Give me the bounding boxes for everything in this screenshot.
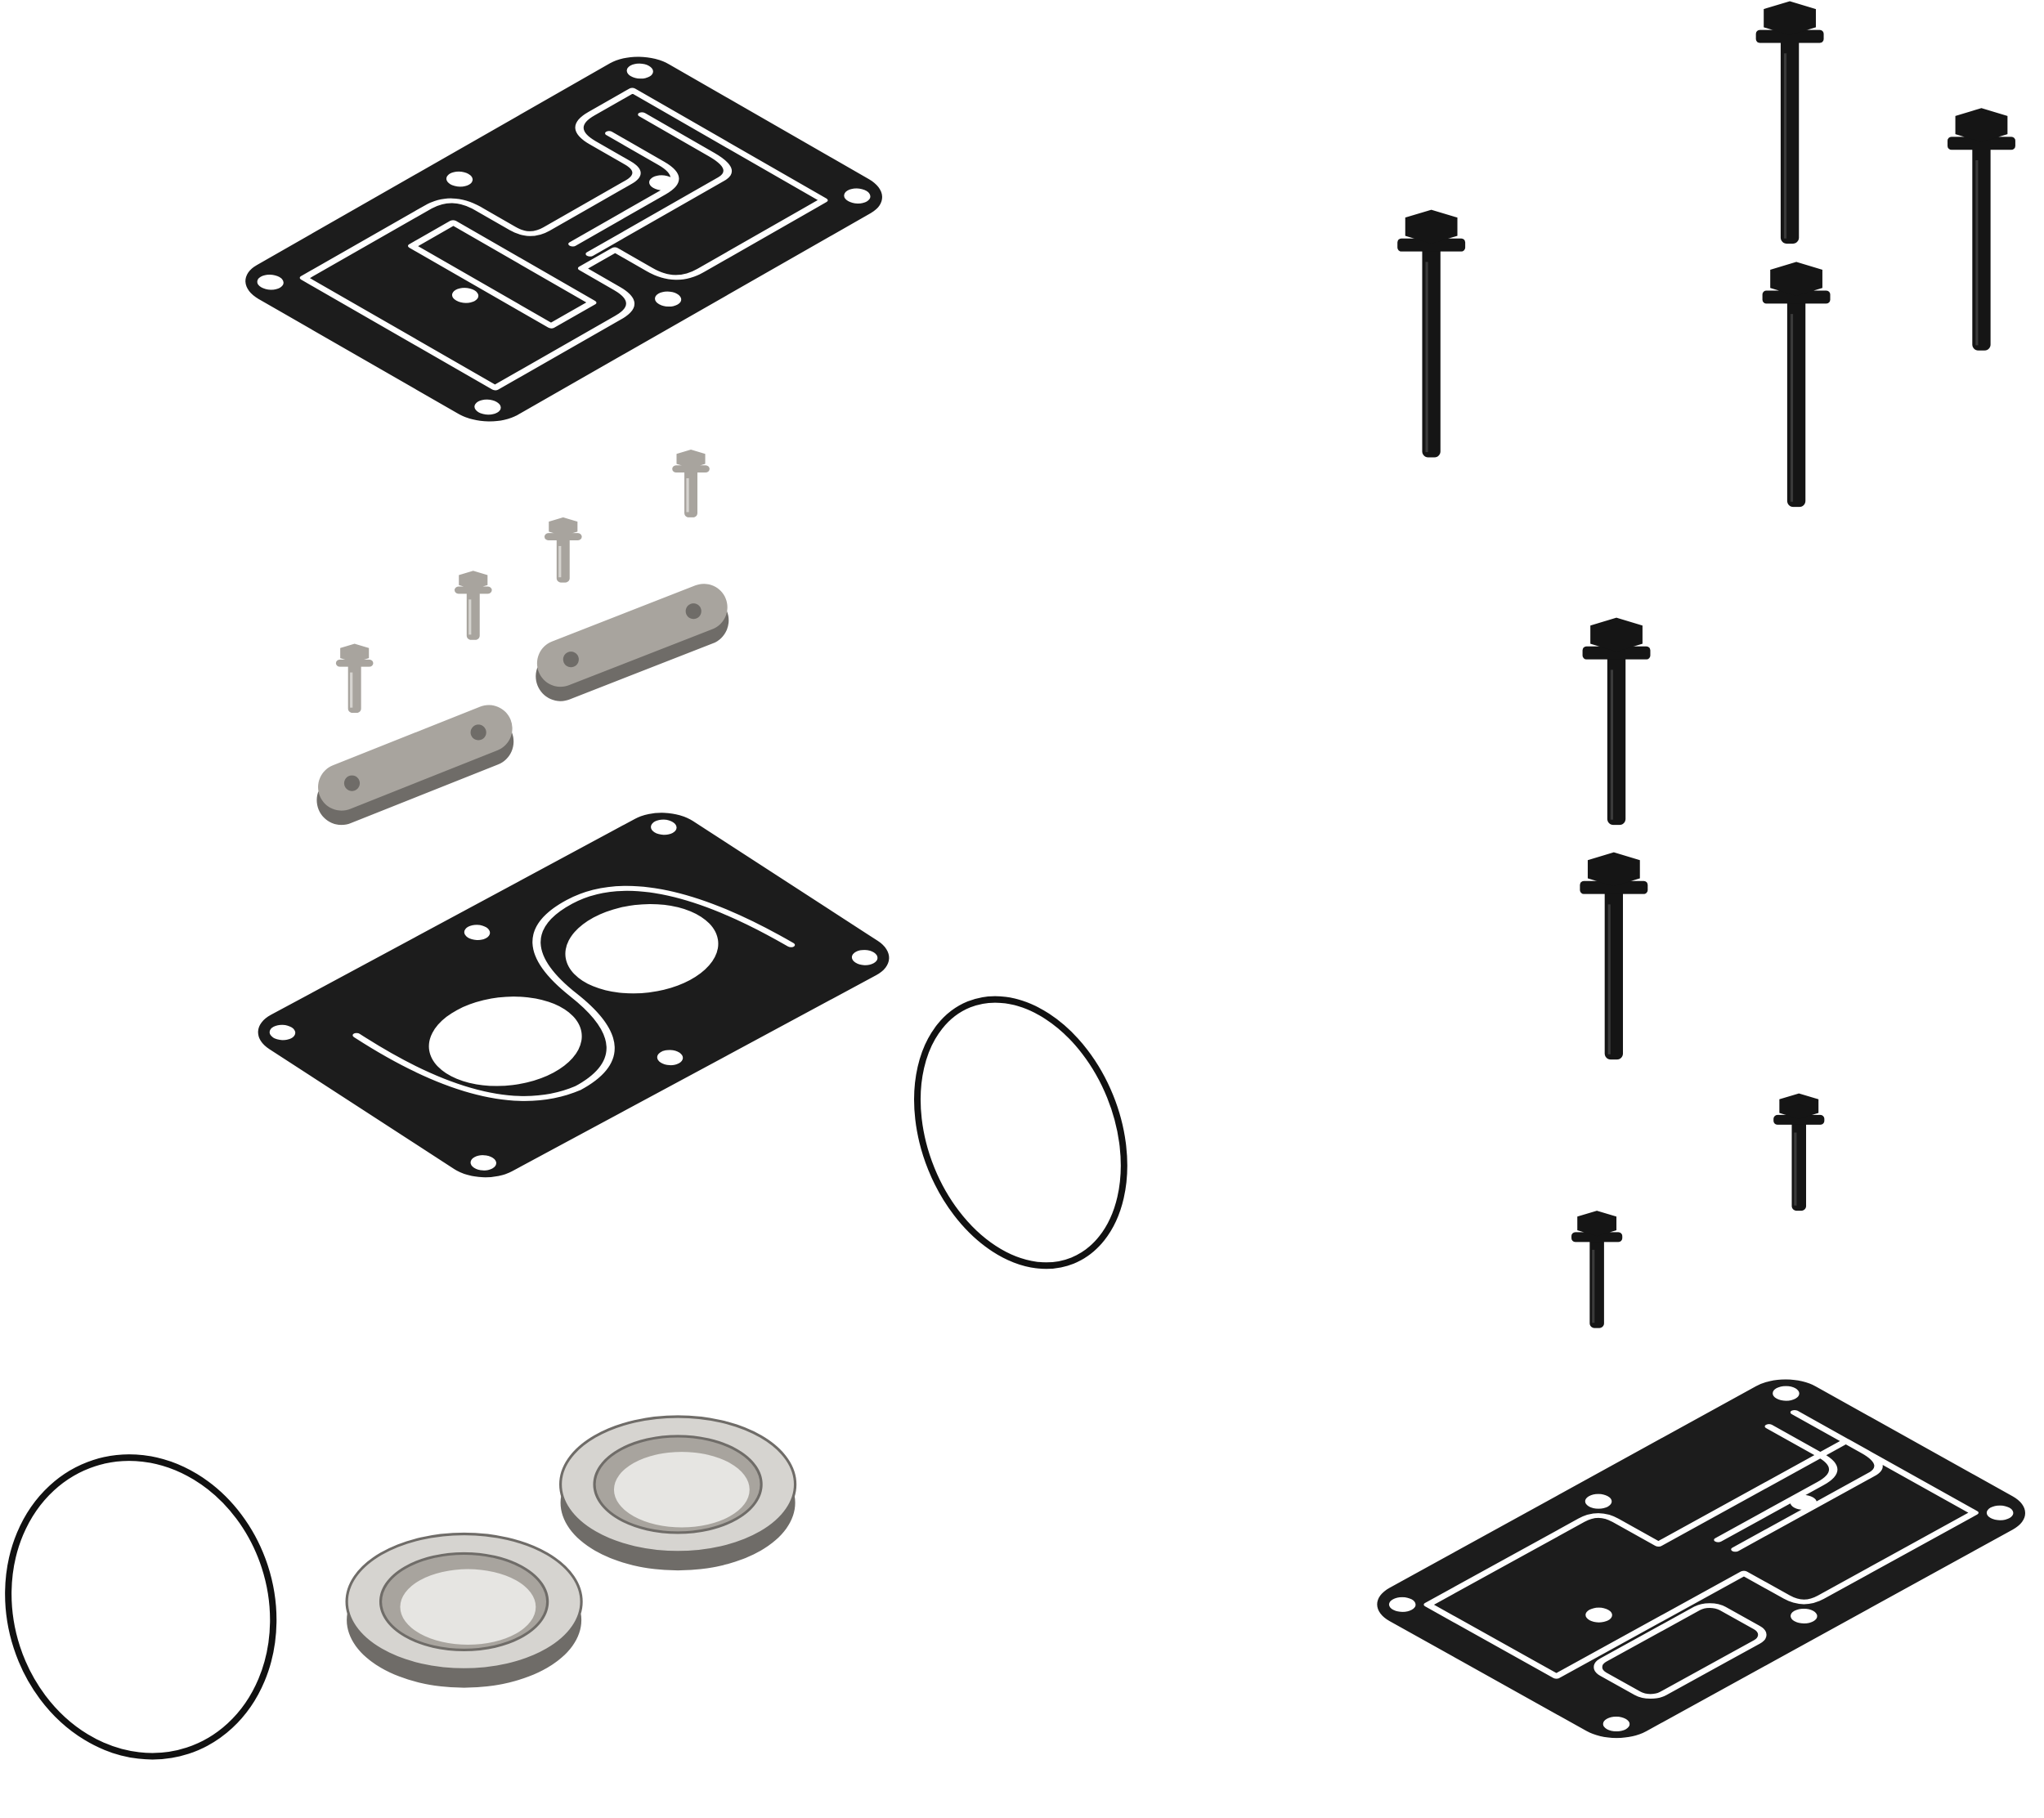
bolt-shaft <box>1604 883 1624 1060</box>
gasket-bolt-hole <box>257 275 284 290</box>
valve-disc-top <box>558 1415 797 1571</box>
bolt-flange <box>1580 880 1648 894</box>
o-ring-bottom-left <box>5 1454 277 1760</box>
bolt-flange <box>544 533 582 540</box>
silver-screw-2 <box>544 517 582 583</box>
bolt-shaft <box>1780 32 1800 244</box>
gasket-outline-cutout <box>299 87 828 391</box>
black-bolt-long-5 <box>1582 617 1651 826</box>
plate-hole <box>470 724 486 741</box>
bolt-shaft <box>1786 293 1806 508</box>
bolt-flange <box>672 465 710 473</box>
bolt-flange <box>335 659 374 667</box>
gasket-bolt-hole <box>655 291 682 307</box>
black-bolt-long-1 <box>1397 209 1466 458</box>
gasket-bolt-hole <box>451 288 479 303</box>
gasket-bolt-hole <box>844 188 871 204</box>
bolt-shaft <box>1589 1234 1604 1328</box>
gasket-bolt-hole <box>1791 1608 1818 1623</box>
gasket-bolt-hole <box>657 1050 684 1066</box>
bolt-flange <box>1397 238 1466 252</box>
bolt-hex-head <box>1590 617 1643 652</box>
gasket-channel-cutout <box>568 112 733 257</box>
gasket-bolt-hole <box>1585 1493 1612 1509</box>
gasket-port-cutout <box>407 220 597 329</box>
gasket-bolt-hole <box>1790 1494 1818 1510</box>
bolt-hex-head <box>340 643 370 663</box>
gasket-body <box>245 56 882 422</box>
gasket-body <box>1377 1379 2025 1739</box>
black-bolt-short-2 <box>1571 1211 1623 1328</box>
bolt-flange <box>454 586 492 594</box>
o-ring-right <box>914 996 1127 1269</box>
gasket-bead-cutout <box>352 885 796 1101</box>
valve-disc-bottom <box>345 1532 583 1688</box>
disc-face <box>400 1569 536 1646</box>
gasket-bottom-right <box>1377 1379 2025 1739</box>
gasket-bolt-hole <box>1986 1505 2014 1520</box>
silver-screw-1 <box>672 449 710 517</box>
valve-plate-bottom <box>316 705 514 826</box>
plate-top <box>318 705 513 811</box>
bolt-hex-head <box>1770 262 1822 296</box>
silver-screw-3 <box>454 571 492 640</box>
bolt-shaft <box>1422 240 1441 458</box>
bolt-shaft <box>1972 139 1991 351</box>
bolt-shaft <box>1607 648 1626 826</box>
bolt-hex-head <box>1779 1093 1819 1119</box>
gasket-port-cutout <box>1594 1603 1767 1699</box>
bolt-hex-head <box>1577 1211 1617 1237</box>
silver-screw-4 <box>335 643 374 714</box>
plate-top <box>536 584 728 687</box>
bolt-flange <box>1571 1232 1623 1243</box>
plate-hole <box>343 775 361 791</box>
bolt-hex-head <box>1764 1 1816 35</box>
gasket-cylinder-hole <box>428 996 582 1086</box>
gasket-channel-cutout <box>1714 1409 1883 1552</box>
gasket-outline-cutout <box>1423 1439 1979 1679</box>
black-bolt-long-4 <box>1762 262 1831 508</box>
gasket-top-left <box>245 56 882 422</box>
gasket-middle <box>258 813 890 1178</box>
bolt-hex-head <box>549 517 578 536</box>
valve-plate-top <box>536 584 729 701</box>
gasket-cylinder-hole <box>565 903 719 994</box>
bolt-flange <box>1582 646 1651 660</box>
gasket-bolt-hole <box>1388 1596 1416 1612</box>
gasket-bolt-hole <box>1602 1717 1630 1732</box>
gasket-bolt-hole <box>470 1155 496 1171</box>
gasket-bolt-hole <box>649 175 676 190</box>
gasket-bolt-hole <box>269 1024 296 1041</box>
bolt-flange <box>1773 1114 1825 1125</box>
bolt-shaft <box>1791 1117 1807 1211</box>
bolt-hex-head <box>459 571 488 590</box>
bolt-hex-head <box>676 449 706 468</box>
gasket-bolt-hole <box>459 1041 485 1058</box>
gasket-bolt-hole <box>474 399 501 415</box>
bolt-flange <box>1948 137 2015 150</box>
gasket-bolt-hole <box>1585 1607 1612 1623</box>
plate-hole <box>563 652 579 668</box>
black-bolt-long-6 <box>1580 852 1648 1060</box>
black-bolt-short-1 <box>1773 1093 1825 1211</box>
gasket-bolt-hole <box>446 171 473 187</box>
plate-hole <box>685 603 702 620</box>
gasket-bolt-hole <box>464 925 491 941</box>
bolt-flange <box>1755 29 1824 43</box>
bolt-hex-head <box>1955 108 2008 142</box>
bolt-flange <box>1762 290 1831 304</box>
gasket-bolt-hole <box>851 950 878 965</box>
disc-face <box>613 1452 750 1528</box>
bolt-hex-head <box>1587 852 1640 887</box>
gasket-bolt-hole <box>662 932 688 948</box>
gasket-bolt-hole <box>651 819 677 835</box>
black-bolt-long-2 <box>1755 1 1824 244</box>
gasket-bolt-hole <box>1773 1386 1800 1401</box>
bolt-hex-head <box>1405 209 1458 244</box>
gasket-bolt-hole <box>626 63 653 79</box>
black-bolt-long-3 <box>1948 108 2015 351</box>
